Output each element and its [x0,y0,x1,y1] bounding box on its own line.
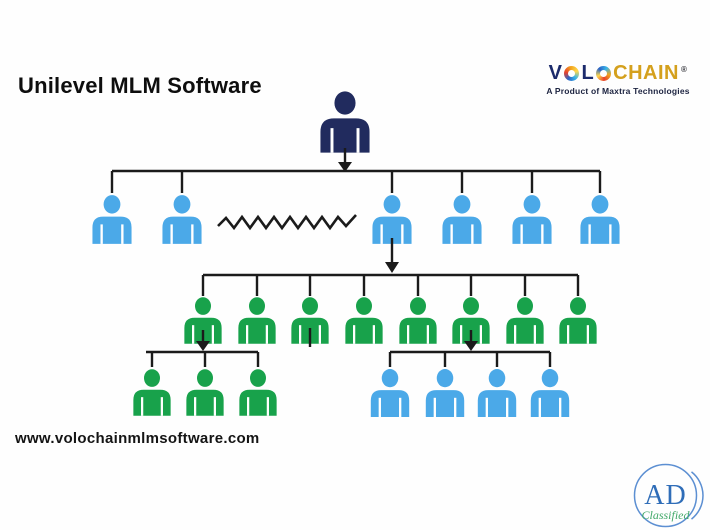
person-icon-l2-3 [372,195,412,244]
wordmark-letter-l: L [581,62,595,84]
person-icon-l3-8 [559,297,597,344]
badge-circle [633,463,698,528]
level3-connector [201,273,580,296]
level2-connector [110,169,602,193]
arrow-down-icon [196,341,210,351]
ad-classified-badge: AD Classified [633,463,704,528]
website-url: www.volochainmlmsoftware.com [15,430,260,447]
tree-connector-lines [110,169,602,367]
level4-left-connector [146,350,260,367]
logo-ring-icon [564,65,580,81]
person-icon-l4l-2 [186,369,224,416]
person-icon-l4r-1 [370,369,410,417]
person-icon-l4l-3 [239,369,277,416]
wordmark-chain: CHAIN [613,62,679,84]
tree-people [92,91,620,417]
person-icon-l4r-3 [477,369,517,417]
arrow-down-icon [338,162,352,172]
person-icon-l3-4 [345,297,383,344]
wordmark-letter-v: V [548,62,563,84]
logo-ring-icon [596,65,612,81]
person-icon-l3-2 [238,297,276,344]
person-icon-root [320,91,370,153]
page-title: Unilevel MLM Software [18,73,262,98]
person-icon-l3-5 [399,297,437,344]
person-icon-l2-4 [442,195,482,244]
person-icon-l3-7 [506,297,544,344]
registered-trademark-icon: ® [681,65,688,74]
badge-initials: AD [644,480,686,511]
volochain-logo: V L CHAIN ® A Product of Maxtra Technolo… [536,62,700,96]
continuation-zigzag-icon [217,214,357,231]
person-icon-l2-5 [512,195,552,244]
arrow-down-icon [464,341,478,351]
person-icon-l4r-2 [425,369,465,417]
arrow-down-shafts [201,148,473,347]
person-icon-l2-6 [580,195,620,244]
person-icon-l4r-4 [530,369,570,417]
person-icon-l2-1 [92,195,132,244]
logo-ring-hole [600,69,608,77]
person-icon-l2-2 [162,195,202,244]
brand-tagline: A Product of Maxtra Technologies [546,86,690,96]
badge-paren-arc [691,471,704,520]
volochain-wordmark: V L CHAIN ® [536,62,700,84]
level4-right-connector [388,350,552,367]
badge-label: Classified [641,508,690,522]
person-icon-l4l-1 [133,369,171,416]
tree-arrows [196,148,478,351]
arrow-down-icon [385,262,399,273]
logo-ring-hole [568,69,576,77]
